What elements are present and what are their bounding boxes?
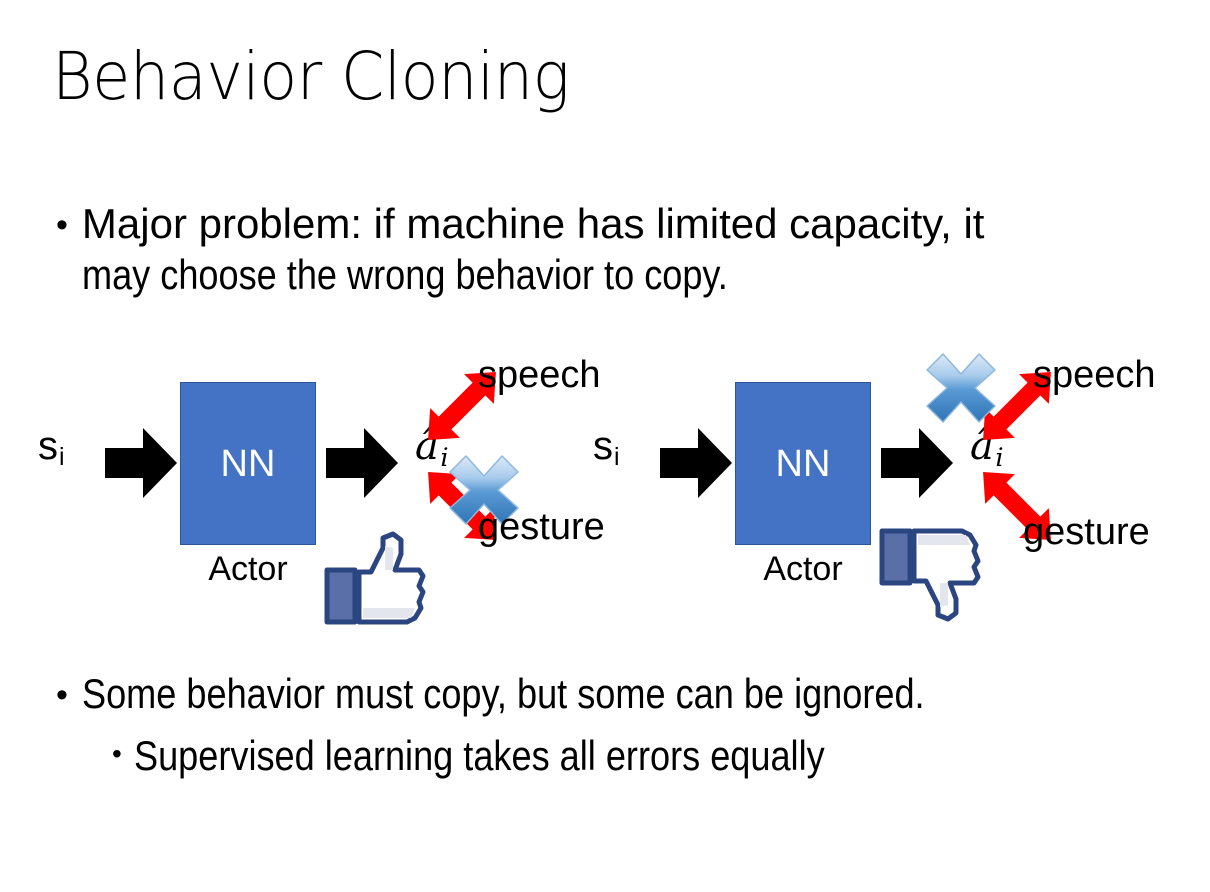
diagram-right: si NN Actor âi (565, 340, 1165, 640)
black-arrow-icon (660, 426, 732, 500)
output-label-gesture-left: gesture (478, 506, 605, 548)
black-arrow-icon (105, 426, 177, 500)
bullet-marker: • (56, 676, 68, 714)
black-arrow-icon (881, 426, 953, 500)
bullet-top: • Major problem: if machine has limited … (56, 198, 984, 300)
diagram-left: si NN Actor âi (10, 340, 610, 640)
nn-box-right: NN (735, 382, 871, 545)
state-label-right: si (593, 424, 620, 472)
bullet-top-line2: may choose the wrong behavior to copy. (81, 251, 728, 299)
red-double-arrow-speech-icon (963, 352, 1071, 460)
state-label-left: si (38, 424, 65, 472)
bullet-middle-text: Some behavior must copy, but some can be… (81, 670, 925, 717)
output-label-speech-left: speech (478, 354, 601, 396)
bullet-marker: • (56, 206, 68, 244)
nn-label: NN (220, 442, 276, 485)
bullet-top-text: Major problem: if machine has limited ca… (82, 198, 985, 300)
actor-label-left: Actor (208, 550, 288, 588)
output-label-gesture-right: gesture (1023, 511, 1150, 553)
actor-label-right: Actor (763, 550, 843, 588)
nn-box-left: NN (180, 382, 316, 545)
nn-label: NN (775, 442, 831, 485)
thumbs-up-icon (323, 530, 427, 628)
cross-out-x-icon (446, 452, 522, 528)
red-double-arrow-gesture-icon (963, 452, 1071, 560)
bullet-sub-text: Supervised learning takes all errors equ… (133, 732, 825, 779)
bullet-sub: • Supervised learning takes all errors e… (112, 730, 937, 781)
bullet-middle: • Some behavior must copy, but some can … (56, 668, 1062, 719)
bullet-marker: • (112, 738, 122, 769)
red-double-arrow-speech-icon (408, 352, 516, 460)
thumbs-down-icon (878, 525, 982, 623)
page-title: Behavior Cloning (52, 38, 570, 115)
black-arrow-icon (326, 426, 398, 500)
cross-out-x-icon (923, 350, 999, 426)
bullet-top-line1: Major problem: if machine has limited ca… (81, 200, 985, 247)
output-label-speech-right: speech (1033, 354, 1156, 396)
